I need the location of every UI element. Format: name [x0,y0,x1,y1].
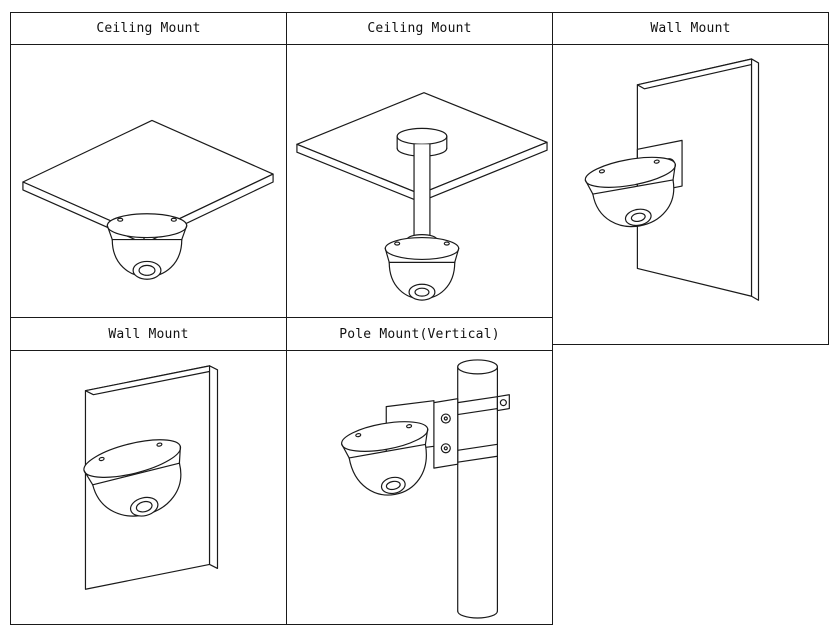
ceiling-mount-pendant-illustration [296,92,548,301]
cell-ceiling-mount-pendant [286,44,553,318]
wall-mount-front-illustration [83,365,219,590]
cell-title-ceiling-mount-pendant: Ceiling Mount [286,12,553,45]
cell-pole-mount-vertical [286,350,553,625]
vertical-pole [457,359,499,619]
cell-title-pole-mount-vertical: Pole Mount(Vertical) [286,317,553,351]
cell-title-label: Ceiling Mount [96,21,201,36]
cell-title-label: Wall Mount [650,21,731,36]
cell-title-label: Ceiling Mount [367,21,472,36]
cell-title-ceiling-mount-direct: Ceiling Mount [10,12,287,45]
dome-camera [384,236,460,301]
wall-panel [636,58,760,301]
dome-camera [106,213,188,280]
cell-title-wall-mount-side: Wall Mount [552,12,829,45]
pole-mount-vertical-illustration [341,359,510,619]
cell-wall-mount-side [552,44,829,345]
cell-wall-mount-front [10,350,287,625]
cell-title-label: Pole Mount(Vertical) [339,326,500,342]
cell-ceiling-mount-direct [10,44,287,318]
dome-camera [584,156,676,228]
dome-camera [83,439,182,517]
ceiling-mount-direct-illustration [22,119,274,280]
dome-camera [341,421,429,496]
wall-mount-side-illustration [584,58,760,301]
cell-title-label: Wall Mount [108,326,189,342]
pole-clamp [433,394,510,469]
cell-title-wall-mount-front: Wall Mount [10,317,287,351]
